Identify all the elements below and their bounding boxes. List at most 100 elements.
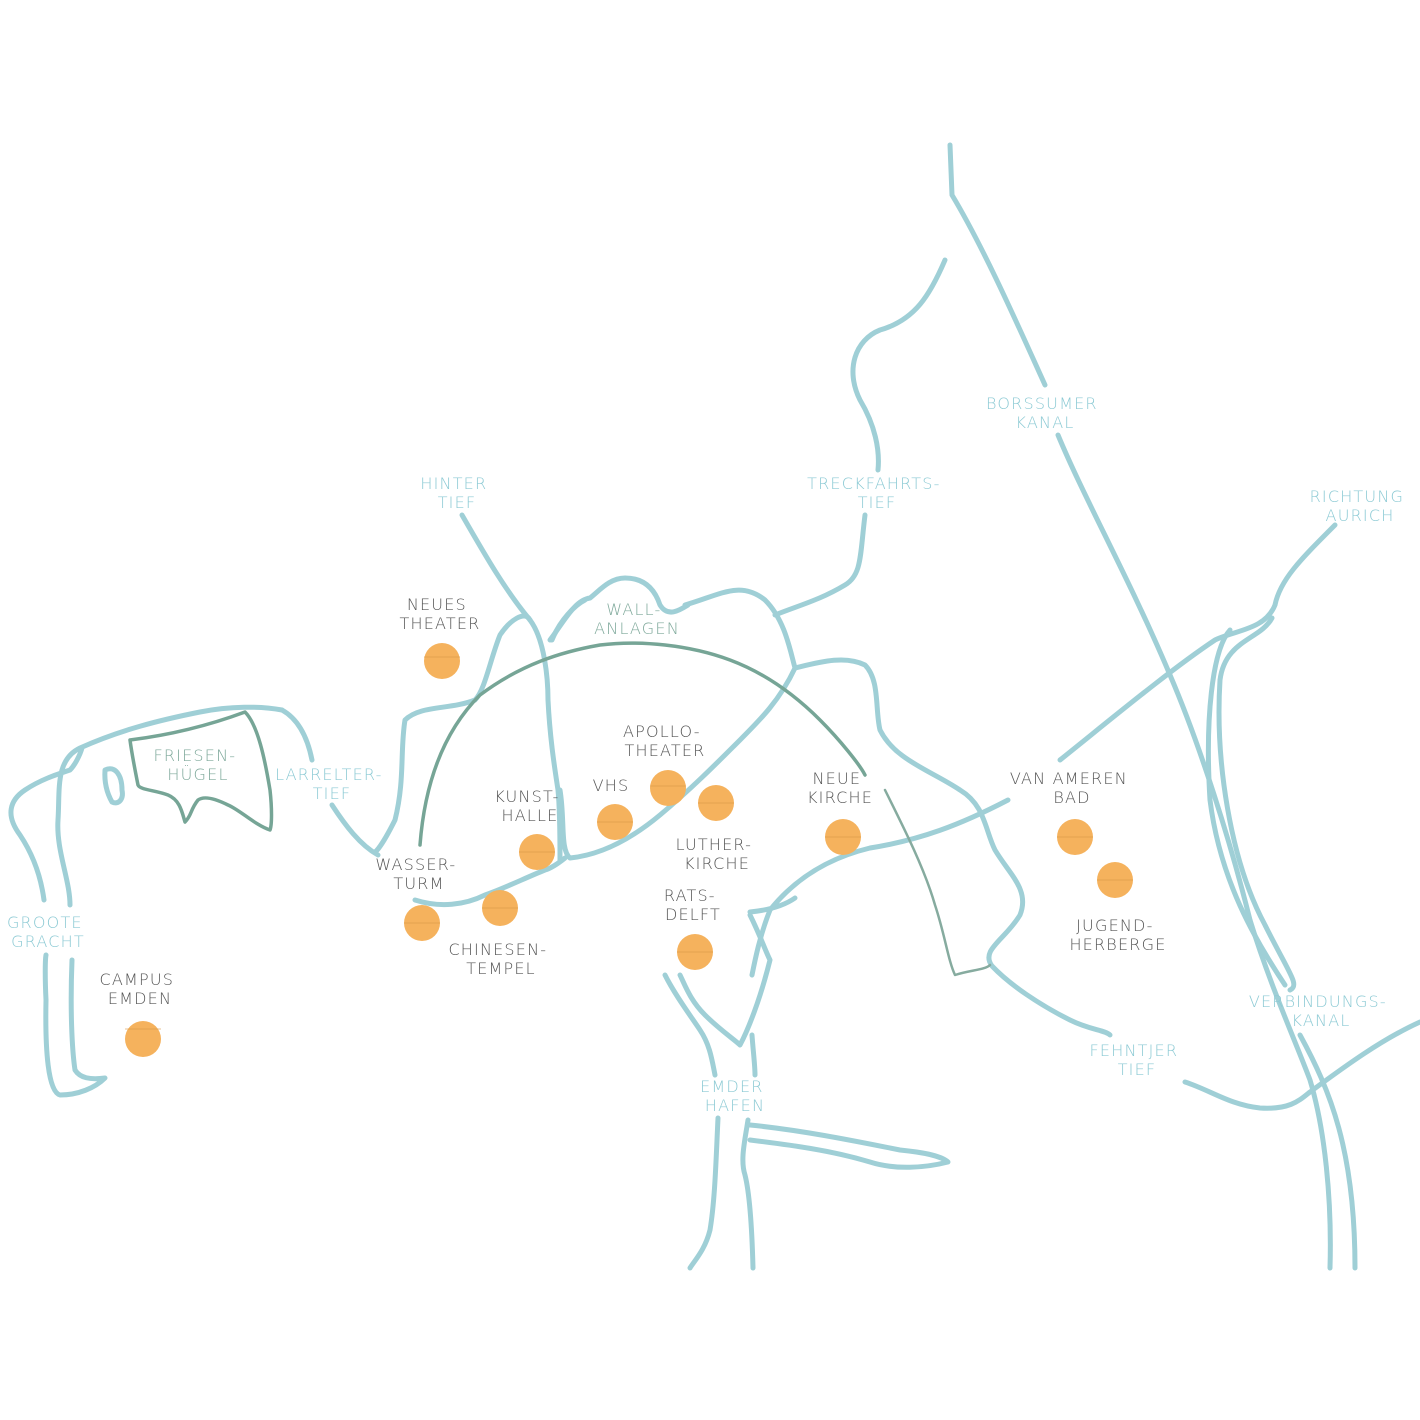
label-line: EMDER xyxy=(700,1077,763,1096)
label-wasserturm: WASSER- TURM xyxy=(375,855,462,893)
label-line: THEATER xyxy=(624,741,705,760)
label-jugendherberge: JUGEND- HERBERGE xyxy=(1069,916,1166,954)
poi-marker-lutherkirche[interactable] xyxy=(698,785,734,821)
waterway-larrelter-tief xyxy=(279,707,381,858)
label-line: CHINESEN- xyxy=(448,940,547,959)
label-verbindungskanal: VERBINDUNGS- KANAL xyxy=(1249,992,1393,1030)
poi-labels: NEUES THEATER APOLLO- THEATER KUNST- HAL… xyxy=(100,595,1166,1008)
label-line: TIEF xyxy=(438,493,477,512)
green-friesenhuegel-outline xyxy=(128,710,274,832)
waterway-treckfahrtstief xyxy=(772,257,948,618)
poi-marker-van-ameren-bad[interactable] xyxy=(1057,819,1093,855)
waterway-fehntjer-tief xyxy=(1182,1019,1420,1111)
label-borssumer-kanal: BORSSUMER KANAL xyxy=(986,394,1104,432)
label-vhs: VHS xyxy=(593,776,630,795)
label-friesenhuegel: FRIESEN- HÜGEL xyxy=(153,746,242,784)
waterway-hafen-west xyxy=(662,972,721,1271)
label-line: FRIESEN- xyxy=(153,746,236,765)
label-line: WALL- xyxy=(606,600,661,619)
label-van-ameren-bad: VAN AMEREN BAD xyxy=(1010,769,1134,807)
poi-marker-neues-theater[interactable] xyxy=(424,643,460,679)
waterways xyxy=(8,142,1420,1271)
label-line: KIRCHE xyxy=(807,788,873,807)
label-neues-theater: NEUES THEATER xyxy=(399,595,480,633)
waterway-richtung-aurich xyxy=(1057,522,1338,763)
label-line: AURICH xyxy=(1326,506,1395,525)
label-line: GROOTE xyxy=(7,913,83,932)
waterway-verbindungskanal xyxy=(1205,627,1358,1271)
label-line: NEUES xyxy=(407,595,467,614)
label-apollo-theater: APOLLO- THEATER xyxy=(623,722,707,760)
waterway-hafen-link xyxy=(747,895,798,915)
label-line: BORSSUMER xyxy=(986,394,1098,413)
poi-marker-kunsthalle[interactable] xyxy=(519,834,555,870)
label-hinter-tief: HINTER TIEF xyxy=(420,474,493,512)
label-larrelter-tief: LARRELTER- TIEF xyxy=(275,765,389,803)
label-groote-gracht: GROOTE GRACHT xyxy=(7,913,89,951)
green-east-path xyxy=(883,788,992,977)
poi-marker-wasserturm[interactable] xyxy=(404,905,440,941)
label-line: APOLLO- xyxy=(623,722,701,741)
poi-marker-chinesentempel[interactable] xyxy=(482,890,518,926)
waterway-north-arc xyxy=(372,613,533,855)
waterway-friesenhuegel-ring xyxy=(8,704,285,1098)
label-line: TIEF xyxy=(858,493,897,512)
waterway-hafen-east xyxy=(677,912,773,1271)
waterway-verbindungskanal-inner xyxy=(1216,615,1297,993)
waterway-stadtgraben xyxy=(557,587,798,861)
label-line: THEATER xyxy=(399,614,480,633)
label-campus-emden: CAMPUS EMDEN xyxy=(100,970,181,1008)
label-line: NEUE xyxy=(813,769,862,788)
label-line: FEHNTJER xyxy=(1090,1041,1179,1060)
label-line: HERBERGE xyxy=(1069,935,1166,954)
label-chinesentempel: CHINESEN- TEMPEL xyxy=(448,940,553,978)
label-line: CAMPUS xyxy=(100,970,175,989)
label-fehntjer-tief: FEHNTJER TIEF xyxy=(1090,1041,1185,1079)
waterway-hinter-tief xyxy=(459,512,563,863)
waterway-south-channel xyxy=(412,855,568,907)
label-line: EMDEN xyxy=(108,989,172,1008)
poi-marker-campus-emden[interactable] xyxy=(125,1021,161,1057)
label-line: RATS- xyxy=(664,886,716,905)
label-line: DELFT xyxy=(665,905,721,924)
label-ratsdelft: RATS- DELFT xyxy=(664,886,722,924)
label-kunsthalle: KUNST- HALLE xyxy=(494,787,565,825)
label-line: VAN AMEREN xyxy=(1010,769,1128,788)
label-treckfahrtstief: TRECKFAHRTS- TIEF xyxy=(807,474,947,512)
label-line: TIEF xyxy=(313,784,352,803)
waterway-borssumer-kanal xyxy=(947,142,1333,1271)
label-line: KIRCHE xyxy=(684,854,750,873)
label-line: HALLE xyxy=(502,806,559,825)
label-line: LUTHER- xyxy=(676,835,752,854)
poi-marker-apollo-theater[interactable] xyxy=(650,770,686,806)
label-line: ANLAGEN xyxy=(594,619,680,638)
waterway-wall-gap xyxy=(549,597,588,643)
label-line: LARRELTER- xyxy=(275,765,382,784)
green-wallanlagen-arc xyxy=(418,641,867,847)
label-line: HAFEN xyxy=(705,1096,765,1115)
label-richtung-aurich: RICHTUNG AURICH xyxy=(1310,487,1411,525)
label-line: VHS xyxy=(593,776,630,795)
label-line: VERBINDUNGS- xyxy=(1249,992,1387,1011)
label-line: KANAL xyxy=(1292,1011,1351,1030)
label-line: JUGEND- xyxy=(1076,916,1153,935)
waterway-east-loop xyxy=(792,657,1113,1038)
label-line: HINTER xyxy=(420,474,487,493)
label-line: WASSER- xyxy=(375,855,456,874)
waterway-small-pond xyxy=(102,766,125,806)
poi-marker-ratsdelft[interactable] xyxy=(677,934,713,970)
label-line: TIEF xyxy=(1118,1060,1157,1079)
label-emder-hafen: EMDER HAFEN xyxy=(700,1077,770,1115)
label-line: HÜGEL xyxy=(167,765,228,784)
label-line: BAD xyxy=(1053,788,1090,807)
label-wallanlagen: WALL- ANLAGEN xyxy=(594,600,680,638)
label-neue-kirche: NEUE KIRCHE xyxy=(807,769,873,807)
poi-marker-jugendherberge[interactable] xyxy=(1097,862,1133,898)
waterway-van-ameren-link xyxy=(749,797,1011,978)
poi-marker-neue-kirche[interactable] xyxy=(825,819,861,855)
green-areas xyxy=(128,641,992,977)
green-labels: WALL- ANLAGEN FRIESEN- HÜGEL xyxy=(153,600,680,784)
poi-marker-vhs[interactable] xyxy=(597,804,633,840)
label-line: RICHTUNG xyxy=(1310,487,1405,506)
